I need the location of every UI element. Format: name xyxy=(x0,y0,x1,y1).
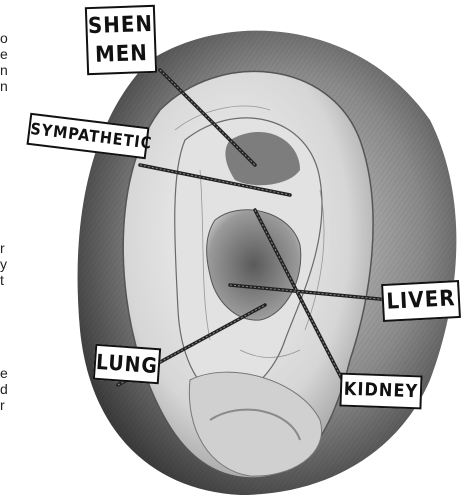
cropped-text-fragment: o e n n xyxy=(0,30,8,94)
label-shen-men-text: SHEN MEN xyxy=(87,10,155,70)
label-kidney: KIDNEY xyxy=(339,373,422,410)
label-liver-text: LIVER xyxy=(383,282,459,320)
cropped-text-fragment: r y t xyxy=(0,240,7,288)
cropped-text-fragment: e d r xyxy=(0,365,8,413)
label-lung-text: LUNG xyxy=(95,346,159,382)
label-kidney-text: KIDNEY xyxy=(342,375,421,408)
label-liver: LIVER xyxy=(381,280,461,322)
label-shen-men: SHEN MEN xyxy=(85,5,157,75)
label-lung: LUNG xyxy=(93,344,161,385)
